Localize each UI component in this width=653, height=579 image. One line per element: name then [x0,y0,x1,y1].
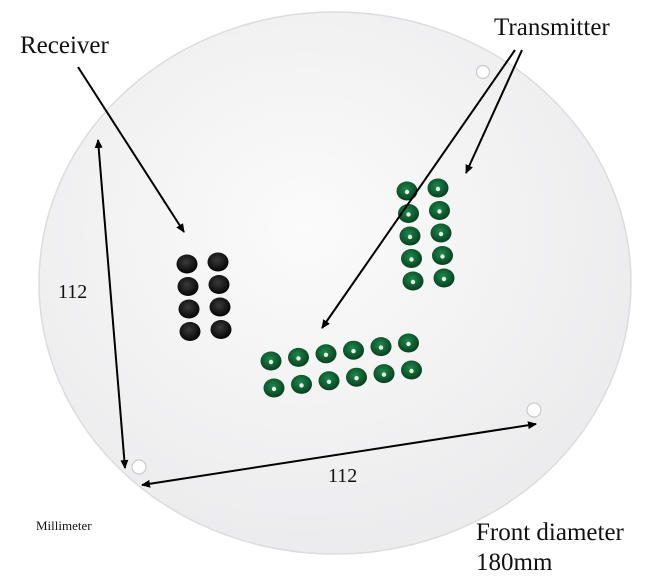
vertical-dimension-label: 112 [58,281,88,303]
transmitter-led-lens [407,234,413,240]
receiver-led [176,254,198,274]
transmitter-led-lens [323,352,329,357]
transmitter-led-lens [351,349,356,354]
mounting-hole [475,64,491,80]
receiver-led [208,275,230,294]
annotation-arrows [77,49,537,488]
receiver-led [178,299,200,319]
transmitter-arrow-to-bottom-row [321,49,516,329]
transmitter-led-lens [437,209,442,214]
receiver-led-array [176,252,232,341]
transmitter-led-lens [354,376,359,381]
transmitter-led-lens [378,345,384,350]
transmitter-led-lens [404,189,410,195]
unit-label: Millimeter [36,518,92,533]
horizontal-dimension-label: 112 [328,465,358,487]
transmitter-led-lens [438,231,444,237]
receiver-label: Receiver [20,32,109,59]
transmitter-led-array [260,178,455,398]
horizontal-dimension-arrow [141,421,537,488]
transmitter-led-lens [296,356,301,361]
transmitter-led-lens [326,379,332,384]
transmitter-led-lens [435,186,441,192]
receiver-led [207,252,229,272]
receiver-arrow [77,66,185,233]
mounting-hole [526,402,542,418]
transmitter-label: Transmitter [494,14,610,41]
transmitter-led-lens [441,276,447,282]
receiver-led [209,297,231,317]
transmitter-led-lens [410,279,416,285]
mounting-hole [131,459,147,475]
transmitter-led-lens [406,341,411,347]
transmitter-led-lens [409,257,414,262]
circuit-board-disc [38,11,632,555]
front-diameter-label: Front diameter 180mm [476,518,624,578]
transmitter-led-lens [271,386,277,392]
diameter-value: 180mm [476,549,553,576]
transmitter-arrow-to-right-column [465,49,523,174]
receiver-led [177,277,199,296]
receiver-led [210,320,232,339]
transmitter-led-lens [409,368,414,374]
transmitter-led-lens [299,383,304,388]
transmitter-led-lens [381,372,387,377]
transmitter-led-lens [268,359,274,365]
transmitter-led-lens [406,212,411,217]
vertical-dimension-arrow [94,139,129,469]
transmitter-led-lens [440,254,445,259]
receiver-led [179,322,201,341]
front-diameter-text: Front diameter [476,519,624,546]
